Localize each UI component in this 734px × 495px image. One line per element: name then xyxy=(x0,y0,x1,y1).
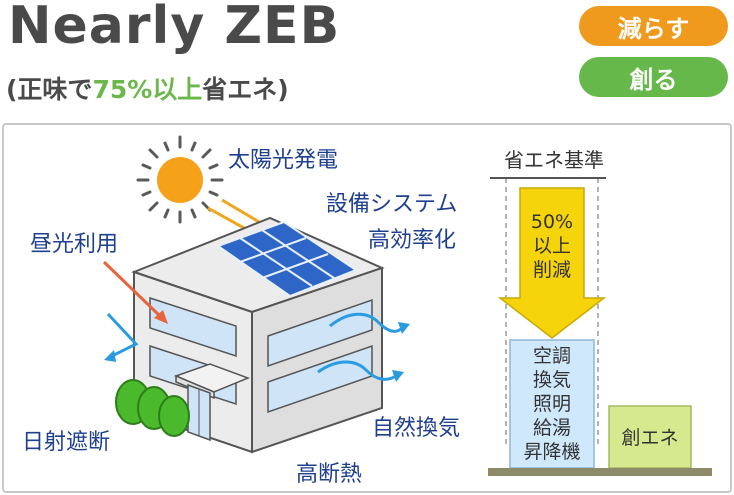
system-item: 換気 xyxy=(532,369,571,391)
insulation-label: 高断熱 xyxy=(296,462,363,487)
energy-chart xyxy=(488,177,712,476)
system-item: 空調 xyxy=(532,345,571,367)
ventilation-label: 自然換気 xyxy=(372,416,461,441)
subtitle-highlight: 75%以上 xyxy=(92,75,203,104)
subtitle-suffix: 省エネ) xyxy=(202,75,289,104)
reduction-more: 以上 xyxy=(532,235,571,257)
sun-icon xyxy=(136,135,224,224)
system-item: 照明 xyxy=(532,393,571,415)
solar-panel-icon xyxy=(215,220,359,298)
shading-label: 日射遮断 xyxy=(22,430,111,455)
system-item: 給湯 xyxy=(532,417,571,439)
daylight-arrow xyxy=(102,260,168,324)
ground-line xyxy=(488,468,712,476)
daylight-label: 昼光利用 xyxy=(30,232,119,257)
reduce-badge: 減らす xyxy=(579,6,728,46)
solar-power-label: 太陽光発電 xyxy=(228,148,339,173)
tree-icons xyxy=(115,379,190,437)
system-item: 昇降機 xyxy=(523,441,581,463)
systems-list: 空調 換気 照明 給湯 昇降機 xyxy=(510,344,594,464)
reduction-arrow xyxy=(497,187,607,339)
equipment-label-2: 高効率化 xyxy=(368,228,457,253)
page-title: Nearly ZEB xyxy=(8,0,341,56)
systems-bar xyxy=(509,339,595,469)
subtitle-prefix: (正味で xyxy=(6,75,93,104)
creation-label: 創エネ xyxy=(621,427,679,449)
shading-arrow xyxy=(104,312,139,362)
baseline-label: 省エネ基準 xyxy=(504,148,604,172)
ventilation-arrows xyxy=(317,312,410,382)
reduction-percent: 50% xyxy=(530,211,574,233)
reduction-cut: 削減 xyxy=(532,259,571,281)
reduction-text: 50% 以上 削減 xyxy=(520,210,584,282)
create-badge: 創る xyxy=(579,57,728,97)
creation-bar xyxy=(608,405,692,469)
page-subtitle: (正味で75%以上省エネ) xyxy=(6,70,289,106)
equipment-label-1: 設備システム xyxy=(326,192,458,217)
